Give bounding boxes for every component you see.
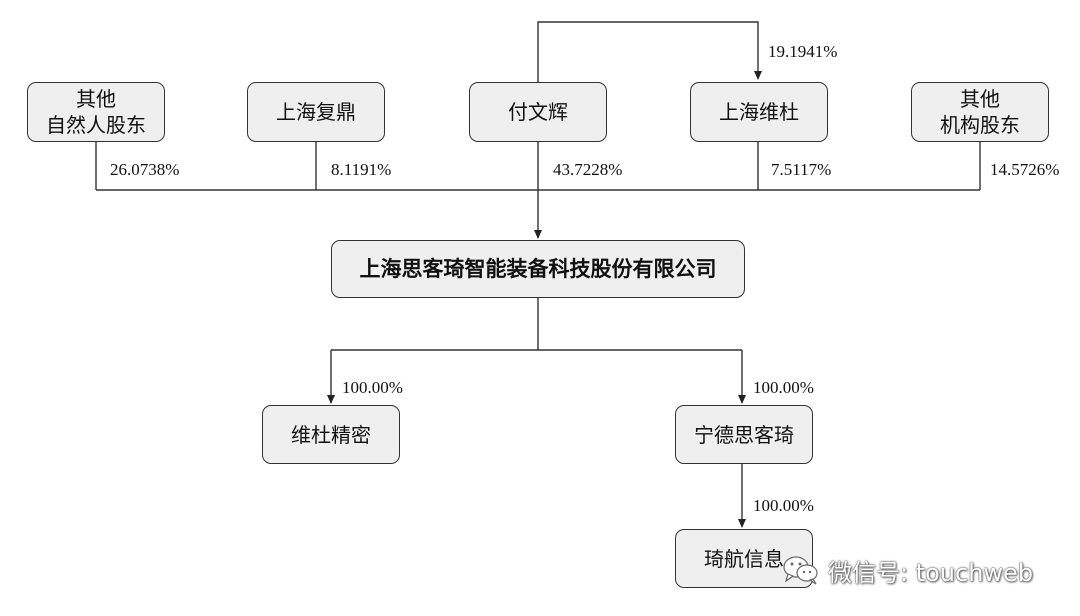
wechat-icon: [782, 554, 820, 586]
subsidiary-ningde-sikeqi: 宁德思客琦: [675, 405, 813, 464]
shareholder-name: 上海维杜: [719, 100, 799, 124]
percent-other-individuals: 26.0738%: [110, 160, 180, 179]
shareholder-name: 付文辉: [508, 100, 568, 124]
percent-other-institutions: 14.5726%: [990, 160, 1060, 179]
percent-ningde: 100.00%: [753, 378, 814, 397]
percent-qihang: 100.00%: [753, 496, 814, 515]
percent-weidu: 7.5117%: [771, 160, 832, 179]
shareholder-other-institutions: 其他 机构股东: [911, 82, 1049, 142]
subsidiary-weidu-precision: 维杜精密: [262, 405, 400, 464]
shareholder-name-line1: 其他: [960, 87, 1000, 111]
company-box: 上海思客琦智能装备科技股份有限公司: [331, 240, 745, 298]
shareholder-fu-wenhui: 付文辉: [469, 82, 607, 142]
percent-weidu-precision: 100.00%: [342, 378, 403, 397]
percent-fu-wenhui: 43.7228%: [553, 160, 623, 179]
percent-cross-holding: 19.1941%: [768, 42, 838, 61]
arrow-cross-holding: [537, 21, 762, 82]
subsidiary-name: 琦航信息: [704, 546, 784, 571]
shareholder-name-line1: 其他: [76, 87, 116, 111]
shareholder-shanghai-fuding: 上海复鼎: [247, 82, 385, 142]
watermark: 微信号: touchweb: [782, 550, 1033, 590]
percent-fuding: 8.1191%: [331, 160, 392, 179]
shareholder-other-individuals: 其他 自然人股东: [27, 82, 165, 142]
shareholder-name-line2: 机构股东: [940, 113, 1020, 137]
subsidiary-name: 宁德思客琦: [694, 422, 794, 447]
shareholder-shanghai-weidu: 上海维杜: [690, 82, 828, 142]
company-name: 上海思客琦智能装备科技股份有限公司: [359, 257, 717, 281]
subsidiary-name: 维杜精密: [291, 422, 371, 447]
watermark-text: 微信号: touchweb: [828, 558, 1034, 587]
shareholder-name-line2: 自然人股东: [46, 113, 146, 137]
shareholder-name: 上海复鼎: [276, 100, 356, 124]
